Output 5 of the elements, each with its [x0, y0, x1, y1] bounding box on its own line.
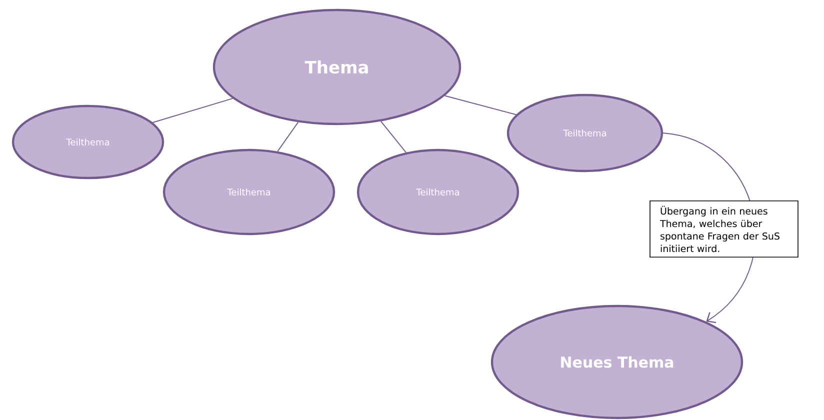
- connector-line: [444, 95, 517, 116]
- connector-line: [152, 98, 234, 123]
- callout-box: Übergang in ein neues Thema, welches über spontane Fragen der SuS initiiert wird.: [650, 200, 798, 258]
- connector-line: [380, 120, 406, 153]
- connector-line: [277, 122, 299, 152]
